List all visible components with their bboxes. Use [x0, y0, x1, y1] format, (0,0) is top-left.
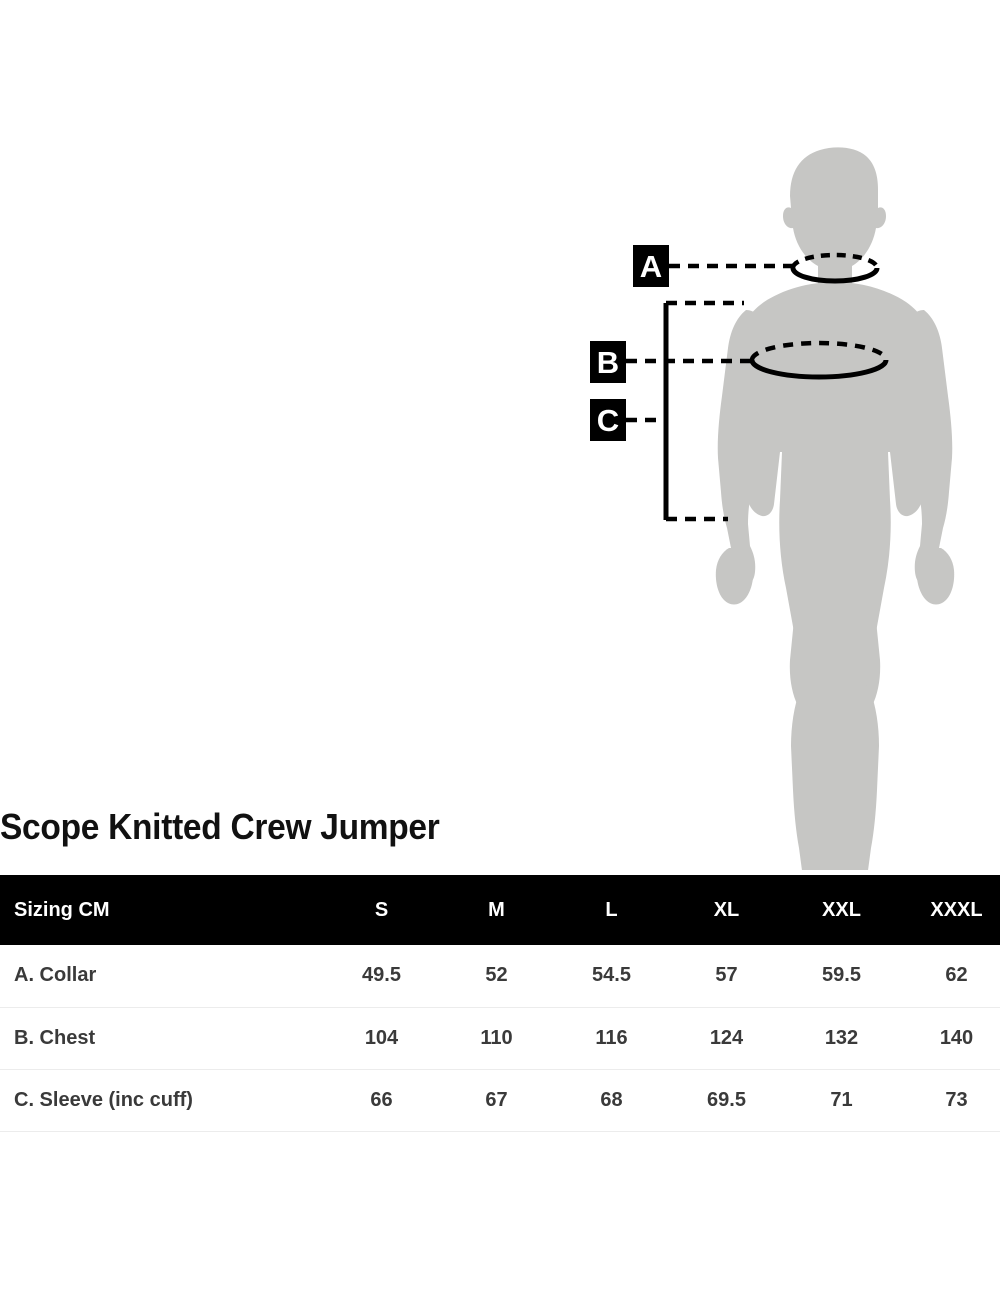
row-label-sleeve: C. Sleeve (inc cuff)	[14, 1088, 193, 1111]
header-size-xxl: XXL	[822, 898, 861, 921]
cell-collar-l: 54.5	[592, 964, 631, 987]
sizing-diagram: A B C	[590, 147, 955, 870]
header-size-s: S	[374, 898, 389, 921]
sizing-table-body: A. Collar 49.5 52 54.5 57 59.5 62 B. Che…	[0, 945, 1000, 1131]
sleeve-measurement-bracket	[626, 300, 744, 522]
measurement-badge-b: B	[590, 341, 626, 383]
chest-measurement-ellipse	[749, 340, 889, 380]
measurement-badge-a: A	[633, 245, 669, 287]
cell-chest-xxl: 132	[824, 1026, 859, 1049]
measurement-badge-c: C	[590, 399, 626, 441]
cell-sleeve-xxxl: 73	[945, 1088, 968, 1111]
sizing-table-head: Sizing CM S M L XL XXL XXXL	[0, 875, 1000, 945]
cell-collar-s: 49.5	[362, 964, 401, 987]
cell-collar-xxxl: 62	[945, 964, 968, 987]
row-label-chest: B. Chest	[14, 1026, 96, 1049]
cell-sleeve-l: 68	[600, 1088, 623, 1111]
collar-measurement-ellipse	[790, 252, 880, 284]
row-label-collar: A. Collar	[14, 964, 97, 987]
badge-b-letter: B	[596, 344, 620, 380]
cell-collar-xl: 57	[715, 964, 738, 987]
product-title: Scope Knitted Crew Jumper	[0, 806, 440, 847]
header-size-xxxl: XXXL	[930, 898, 983, 921]
badge-a-letter: A	[639, 248, 663, 284]
male-body-silhouette	[715, 147, 955, 870]
header-size-m: M	[488, 898, 505, 921]
table-row: A. Collar 49.5 52 54.5 57 59.5 62	[0, 945, 1000, 1007]
sizing-table: Sizing CM S M L XL XXL XXXL A. Collar 49…	[0, 875, 1000, 1132]
header-size-xl: XL	[713, 898, 740, 921]
cell-chest-l: 116	[595, 1026, 628, 1049]
cell-chest-xxxl: 140	[939, 1026, 974, 1049]
cell-collar-m: 52	[485, 964, 508, 987]
header-sizing-label: Sizing CM	[14, 898, 110, 921]
body-figure-illustration	[626, 147, 955, 870]
cell-chest-m: 110	[480, 1026, 513, 1049]
badge-c-letter: C	[596, 402, 620, 438]
table-row: C. Sleeve (inc cuff) 66 67 68 69.5 71 73	[0, 1069, 1000, 1131]
cell-sleeve-m: 67	[485, 1088, 508, 1111]
cell-sleeve-xl: 69.5	[707, 1088, 746, 1111]
cell-chest-s: 104	[364, 1026, 399, 1049]
cell-chest-xl: 124	[709, 1026, 744, 1049]
header-size-l: L	[605, 898, 618, 921]
table-header-row: Sizing CM S M L XL XXL XXXL	[0, 875, 1000, 945]
cell-collar-xxl: 59.5	[822, 964, 861, 987]
cell-sleeve-s: 66	[370, 1088, 393, 1111]
cell-sleeve-xxl: 71	[830, 1088, 853, 1111]
table-row: B. Chest 104 110 116 124 132 140	[0, 1007, 1000, 1069]
